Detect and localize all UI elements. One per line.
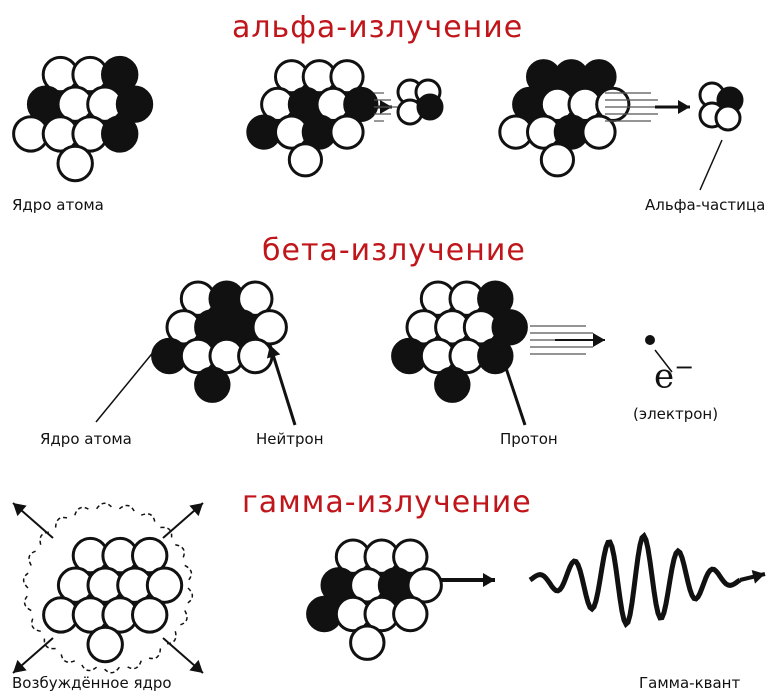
neutron [194,366,231,403]
electron-arrow [555,333,605,347]
proton [406,567,443,604]
electron-pointer [654,349,673,373]
proton [145,566,184,604]
neutron [101,55,139,94]
beta-nucleus-label: Ядро атома [40,430,132,448]
excited-nucleus [42,536,184,664]
excitation-arrow-4 [162,637,204,674]
alpha-motion-lines-1 [374,92,398,122]
proton [392,595,429,633]
proton [237,337,274,375]
electron-symbol: e− [654,353,695,397]
excitation-arrow-1 [12,502,54,539]
excited-nucleus-label: Возбуждённое ядро [12,674,172,692]
proton [329,59,365,95]
alpha-nucleus-label: Ядро атома [12,196,104,214]
gamma-arrow [440,573,495,587]
proton [86,625,124,664]
proton-pointer [497,349,527,426]
proton [56,144,94,183]
proton [287,142,323,178]
beta-nucleus-pointer [95,349,156,423]
electron [645,335,655,345]
neutron [581,59,617,95]
neutron [343,86,379,123]
alpha-particle-1 [396,78,444,126]
proton [131,536,169,575]
alpha-nucleus-2 [246,59,379,178]
neutron [115,85,154,123]
proton [131,596,169,634]
electron-charge: − [674,353,695,381]
alpha-arrow-2 [655,100,690,114]
gamma-title: гамма-излучение [242,485,532,520]
excitation-arrow-3 [12,637,54,674]
alpha-particle-pointer [699,139,723,191]
alpha-nucleus-1 [12,55,154,183]
beta-title: бета-излучение [262,233,526,268]
proton [581,114,617,150]
neutron [101,115,139,153]
alpha-nucleus-3 [498,59,631,178]
excited-halo [22,502,194,674]
neutron-label: Нейтрон [256,430,324,448]
gamma-quantum-label: Гамма-квант [639,674,741,692]
proton [329,114,365,150]
neutron [434,366,471,403]
gamma-nucleus [306,538,443,661]
proton [237,280,274,317]
beta-nucleus-2 [391,280,528,403]
proton [251,309,288,346]
gamma-wave-arrow [739,569,766,584]
alpha-particle-label: Альфа-частица [645,196,766,214]
gamma-wave [528,531,742,629]
alpha-particle-2 [698,81,744,132]
electron-label: (электрон) [633,405,719,423]
excitation-arrow-2 [162,502,204,539]
neutron-pointer [266,344,297,426]
proton [349,624,386,661]
neutron [491,309,528,346]
beta-nucleus-1 [151,280,288,403]
alpha-title: альфа-излучение [232,10,524,45]
proton-label: Протон [500,430,558,448]
neutron [477,280,514,317]
proton [539,142,576,178]
proton [392,538,429,575]
